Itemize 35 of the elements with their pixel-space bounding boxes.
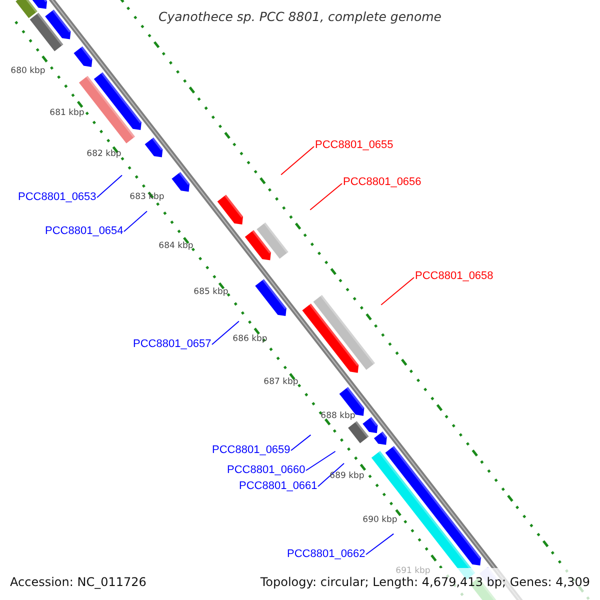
tick-label: 682 kbp bbox=[86, 149, 122, 160]
genome-stats-text: Topology: circular; Length: 4,679,413 bp; Genes: 4,309 bbox=[260, 575, 590, 590]
tick-label: 686 kbp bbox=[232, 334, 268, 345]
gene-label: PCC8801_0660 bbox=[227, 464, 306, 477]
leader-line bbox=[124, 210, 148, 232]
gene-label: PCC8801_0653 bbox=[18, 191, 96, 204]
gene-label: PCC8801_0654 bbox=[45, 225, 124, 238]
gene-label: PCC8801_0662 bbox=[287, 548, 366, 561]
map-title: Cyanothece sp. PCC 8801, complete genome bbox=[158, 9, 442, 25]
tick-label: 689 kbp bbox=[330, 471, 364, 482]
leader-line bbox=[290, 434, 312, 451]
tick-label: 680 kbp bbox=[10, 66, 46, 77]
leader-line bbox=[366, 533, 394, 555]
leader-line bbox=[280, 146, 314, 176]
accession-text: Accession: NC_011726 bbox=[10, 575, 146, 590]
tick-label: 690 kbp bbox=[362, 515, 398, 526]
leader-line bbox=[318, 462, 345, 487]
tick-label: 683 kbp bbox=[130, 192, 164, 203]
gene-label: PCC8801_0655 bbox=[315, 139, 394, 152]
tick-label: 688 kbp bbox=[320, 411, 356, 422]
leader-line bbox=[380, 277, 414, 306]
gene-label: PCC8801_0659 bbox=[212, 444, 290, 457]
tick-label: 684 kbp bbox=[158, 241, 194, 252]
leader-line bbox=[306, 450, 336, 471]
tick-label: 687 kbp bbox=[264, 377, 298, 388]
leader-line bbox=[310, 183, 342, 210]
gene-label: PCC8801_0658 bbox=[415, 270, 494, 283]
gene-label: PCC8801_0657 bbox=[133, 338, 212, 351]
tick-label: 691 kbp bbox=[396, 566, 430, 576]
gene-label: PCC8801_0656 bbox=[343, 176, 422, 189]
leader-line bbox=[96, 174, 123, 198]
leader-line bbox=[212, 320, 240, 345]
gene-label: PCC8801_0661 bbox=[239, 480, 318, 493]
tick-label: 681 kbp bbox=[50, 108, 84, 119]
tick-label: 685 kbp bbox=[194, 287, 228, 298]
